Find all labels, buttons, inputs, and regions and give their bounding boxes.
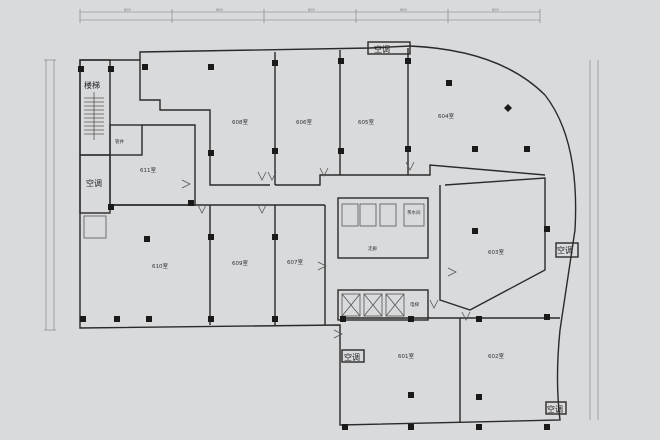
stairs-label: 楼梯 (84, 80, 100, 90)
middle-rooms: 610室 609室 607室 (110, 204, 326, 325)
right-aircon: 空调 (555, 242, 579, 258)
stair-block: 楼梯 管井 (79, 59, 143, 156)
room-609: 609室 (232, 259, 248, 267)
room-601: 601室 (398, 352, 414, 360)
room-605: 605室 (358, 118, 374, 126)
dimension-lines-sides (44, 59, 599, 420)
outer-wall (79, 45, 577, 426)
aircon-top-label: 空调 (374, 44, 390, 54)
room-603-block: 603室 (439, 177, 546, 311)
aircon-bottom-right-label: 空调 (547, 404, 563, 414)
room-607: 607室 (287, 258, 303, 266)
room-606: 606室 (296, 118, 312, 126)
shaft-label: 管井 (115, 138, 124, 145)
room-602: 602室 (488, 352, 504, 360)
dim-label: 600 (400, 8, 407, 12)
aircon-left-label: 空调 (86, 178, 102, 188)
dim-label: 600 (308, 8, 315, 12)
aircon-right-label: 空调 (557, 245, 573, 255)
utility-label: 电梯 (410, 301, 419, 308)
top-aircon: 空调 (367, 41, 411, 55)
dim-label: 600 (216, 8, 223, 12)
bottom-rooms: 空调 601室 602室 空调 (340, 317, 567, 423)
room-610: 610室 (152, 262, 168, 270)
core-block: 茶水间 走廊 电梯 (337, 197, 429, 321)
corridor-label: 走廊 (368, 245, 377, 252)
dim-label: 600 (492, 8, 499, 12)
doors (181, 161, 471, 339)
room-611: 611室 (140, 166, 156, 174)
room-608: 608室 (232, 118, 248, 126)
pantry-label: 茶水间 (407, 209, 421, 216)
top-rooms: 608室 606室 605室 604室 (139, 48, 546, 186)
structural-columns (78, 58, 550, 430)
aircon-bottom-left-label: 空调 (344, 352, 360, 362)
dimension-lines-top: 600 600 600 600 600 (79, 8, 541, 23)
room-604: 604室 (438, 112, 454, 120)
room-603: 603室 (488, 248, 504, 256)
dim-label: 600 (124, 8, 131, 12)
